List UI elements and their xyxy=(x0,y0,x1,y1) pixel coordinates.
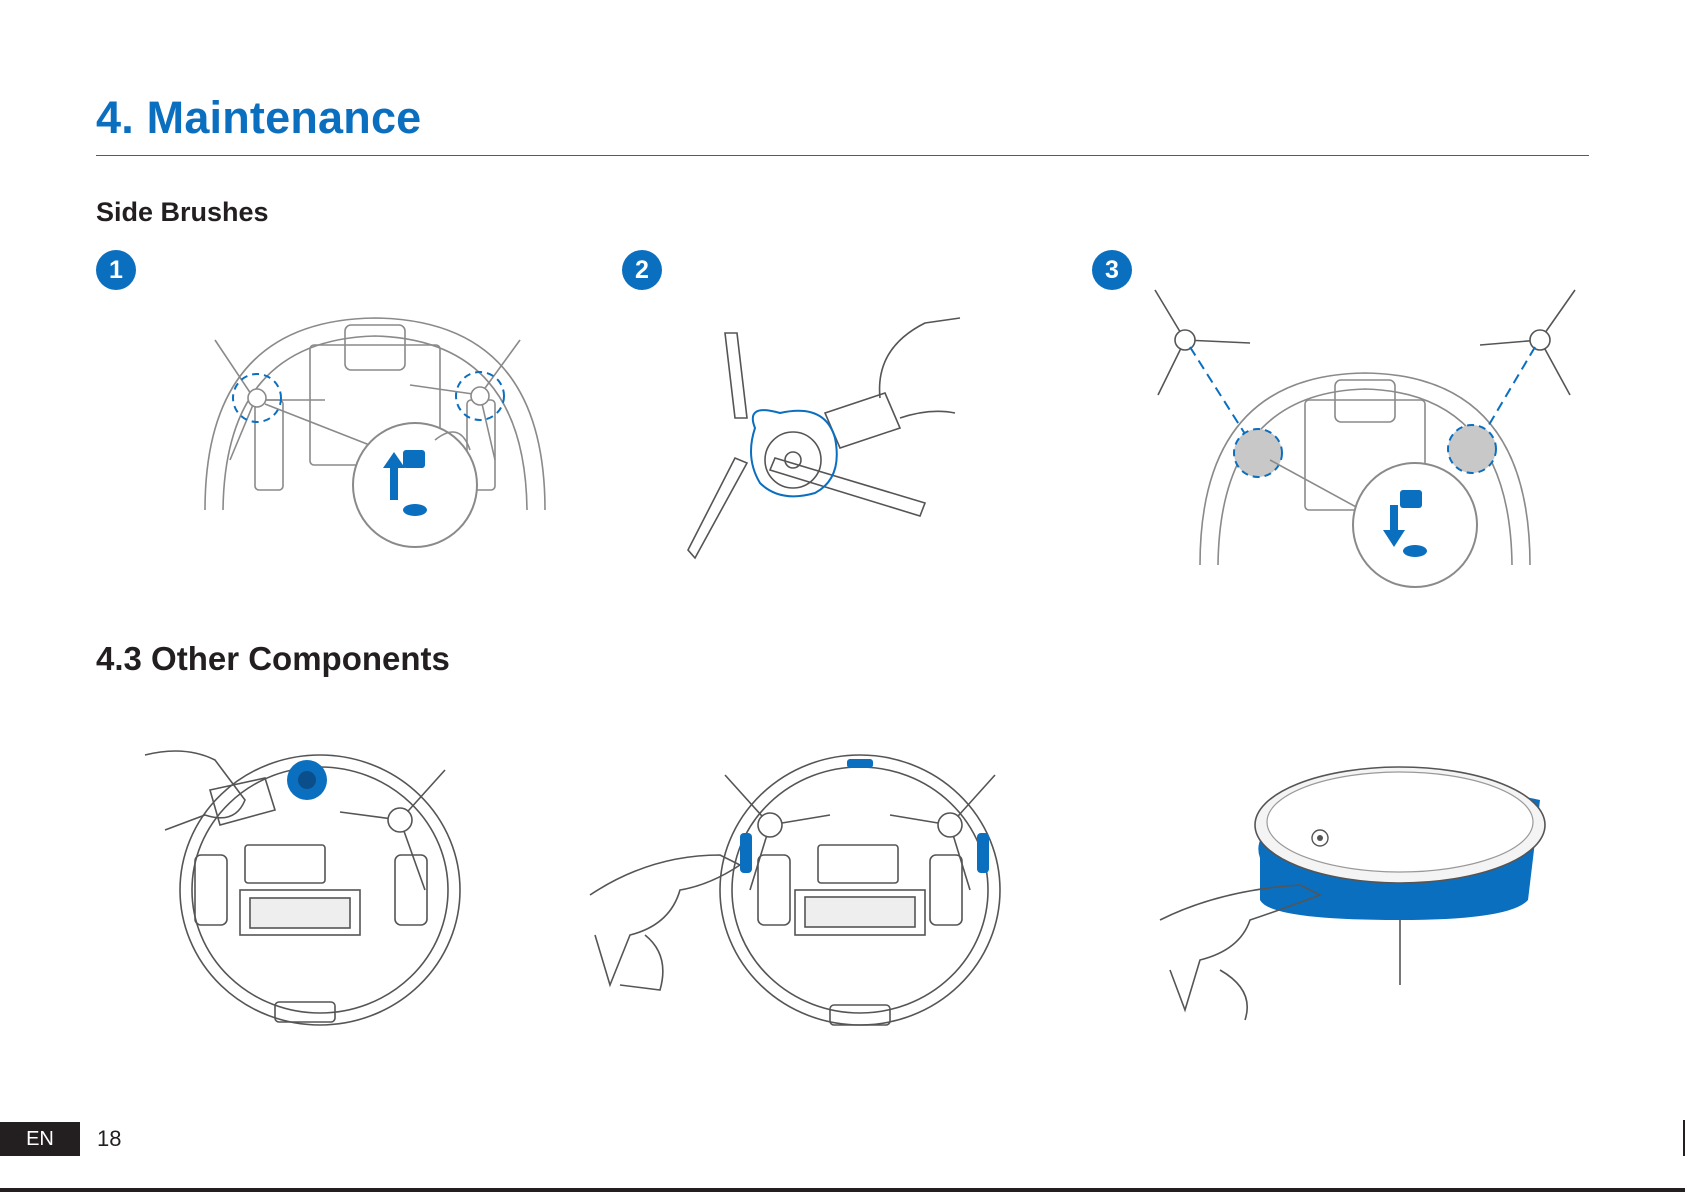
page-number: 18 xyxy=(97,1125,121,1153)
step-badge-3: 3 xyxy=(1092,250,1132,290)
figure-clean-cliff-sensors xyxy=(590,745,1010,1030)
figure-remove-side-brush xyxy=(195,300,555,560)
page-title: 4. Maintenance xyxy=(96,92,421,144)
step-badge-1: 1 xyxy=(96,250,136,290)
section-heading-other-components: 4.3 Other Components xyxy=(96,640,450,678)
title-divider xyxy=(96,155,1589,156)
bottom-border xyxy=(0,1188,1685,1192)
figure-hand-holding-side-brush xyxy=(685,318,960,568)
section-heading-side-brushes: Side Brushes xyxy=(96,197,269,228)
figure-clean-bumper-sensor xyxy=(1160,770,1540,1020)
language-tag: EN xyxy=(0,1122,80,1156)
figure-clean-main-wheel xyxy=(145,740,465,1030)
figure-install-side-brushes xyxy=(1150,285,1580,595)
step-badge-2: 2 xyxy=(622,250,662,290)
